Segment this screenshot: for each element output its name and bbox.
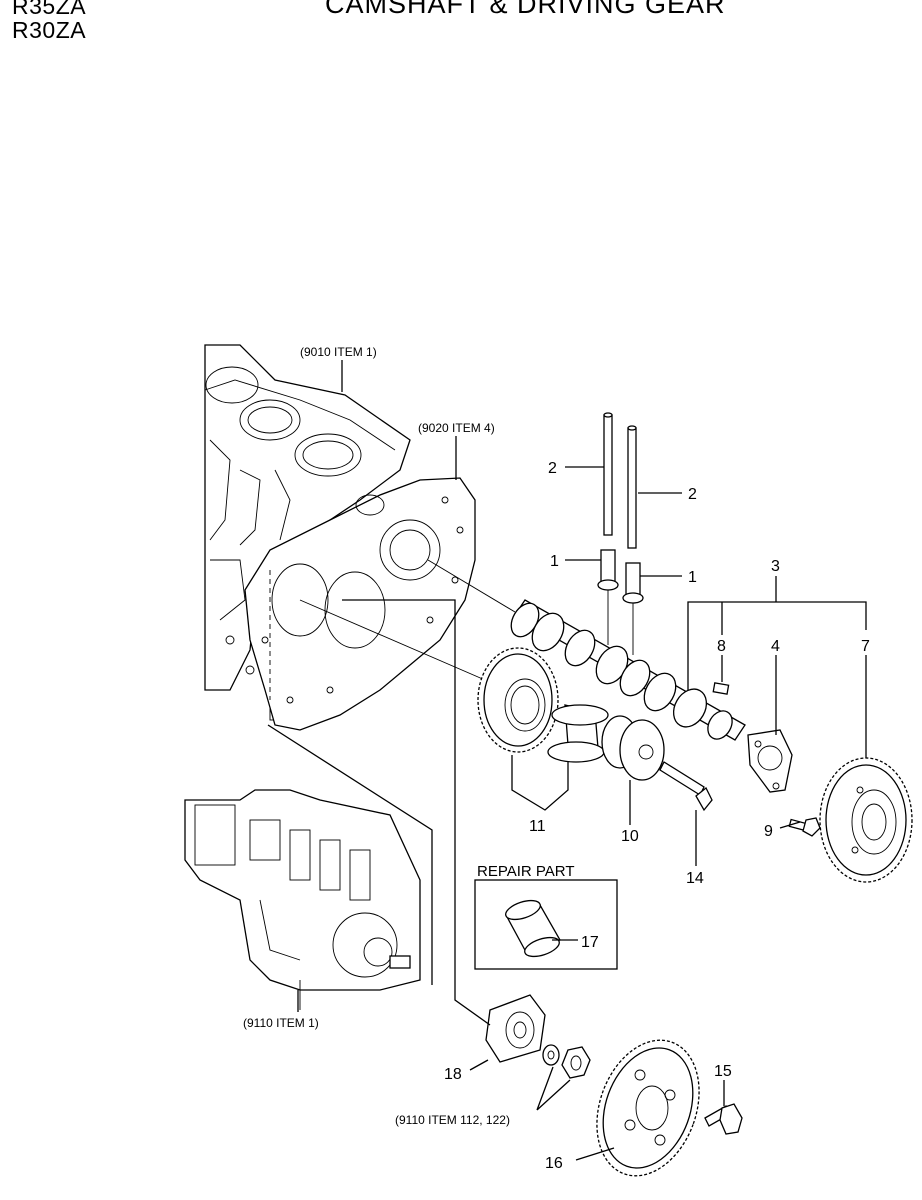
gear-case-plate-illustration <box>244 477 476 731</box>
callout-collar: 10 <box>621 828 639 845</box>
tappets <box>597 549 644 655</box>
callout-flange: 18 <box>444 1066 462 1083</box>
callout-pump-gear: 16 <box>545 1155 563 1172</box>
engine-block-illustration <box>204 344 411 721</box>
callout-tappet-b: 1 <box>688 569 697 586</box>
callout-key: 8 <box>717 638 726 655</box>
washer-part <box>542 1044 560 1066</box>
bolt-15-part <box>704 1103 743 1135</box>
ref-gear-case-plate: (9020 ITEM 4) <box>418 421 495 435</box>
model-code-r30za: R30ZA <box>12 17 87 43</box>
model-code-r35za: R35ZA <box>12 0 87 19</box>
ref-washer-nut: (9110 ITEM 112, 122) <box>395 1113 510 1127</box>
collar-part <box>601 715 665 781</box>
callout-bolt-15: 15 <box>714 1063 732 1080</box>
injection-pump-illustration <box>184 789 421 1010</box>
callout-thrust-plate: 4 <box>771 638 780 655</box>
pump-gear-part <box>596 1039 700 1177</box>
leader-lines <box>297 360 867 1161</box>
callout-cam-gear: 7 <box>861 638 870 655</box>
idle-gear-part <box>299 599 559 753</box>
callout-bolt-14: 14 <box>686 870 704 887</box>
callout-push-rod-a: 2 <box>548 460 557 477</box>
bolt-14-part <box>659 761 713 812</box>
callout-repair-item: 17 <box>581 934 599 951</box>
callout-push-rod-b: 2 <box>688 486 697 503</box>
repair-part-box: REPAIR PART <box>474 863 618 970</box>
repair-bushing-part <box>505 899 561 958</box>
camshaft-illustration <box>427 559 746 741</box>
push-rods <box>603 412 637 549</box>
page-title: CAMSHAFT & DRIVING GEAR <box>325 0 726 19</box>
assembly-guide-lines <box>267 599 491 1026</box>
callout-bolt-9: 9 <box>764 823 773 840</box>
ref-injection-pump: (9110 ITEM 1) <box>243 1016 319 1030</box>
bushing-part <box>547 704 609 763</box>
bolt-9-part <box>788 817 821 837</box>
callout-idle-gear-group: 11 <box>529 818 546 835</box>
repair-part-title: REPAIR PART <box>477 863 575 880</box>
flange-part <box>485 994 546 1063</box>
cam-gear-part <box>819 757 913 883</box>
callout-camshaft-group: 3 <box>771 558 780 575</box>
key-part <box>712 682 730 695</box>
ref-engine-block: (9010 ITEM 1) <box>300 345 377 359</box>
callout-tappet-a: 1 <box>550 553 559 570</box>
thrust-plate <box>747 729 793 793</box>
nut-part <box>561 1046 591 1079</box>
